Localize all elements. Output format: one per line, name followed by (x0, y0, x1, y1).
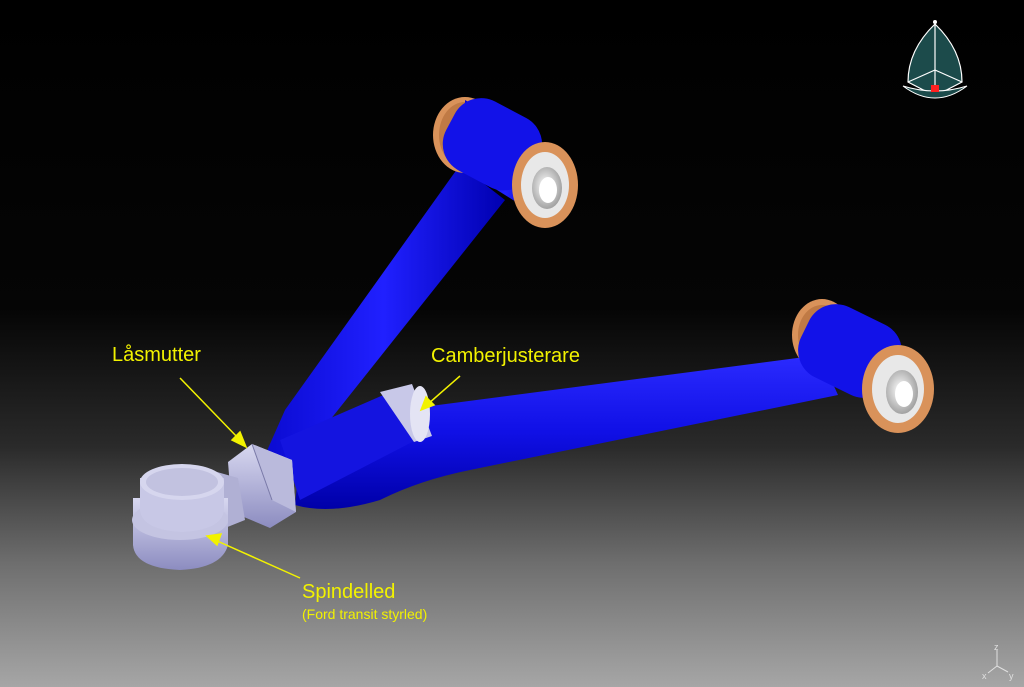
label-ball-joint: Spindelled (302, 581, 396, 603)
axis-x-label: x (982, 671, 987, 681)
leader-camber-adjuster (427, 375, 461, 405)
axis-z-label: z (994, 642, 999, 652)
upper-bushing (433, 97, 578, 228)
ball-joint (132, 464, 245, 570)
control-arm[interactable] (132, 87, 934, 570)
label-ball-joint-note: (Ford transit styrled) (302, 606, 428, 622)
leader-lock-nut (179, 377, 241, 441)
leader-ball-joint (214, 539, 301, 579)
label-lock-nut: Låsmutter (112, 344, 201, 366)
annotation-leaders (179, 375, 461, 579)
label-camber-adjuster: Camberjusterare (431, 345, 580, 367)
rear-bushing (792, 299, 934, 433)
axis-y-label: y (1009, 671, 1014, 681)
view-compass-icon[interactable] (902, 20, 968, 99)
lower-arm-tube (295, 355, 838, 509)
arrow-camber-adjuster (419, 395, 436, 412)
axis-triad-icon (987, 650, 1009, 674)
arm-junction (280, 390, 420, 500)
arrow-lock-nut (230, 430, 248, 449)
arrow-ball-joint (205, 533, 223, 547)
upper-arm-tube (262, 165, 505, 480)
lock-nut (228, 443, 296, 528)
